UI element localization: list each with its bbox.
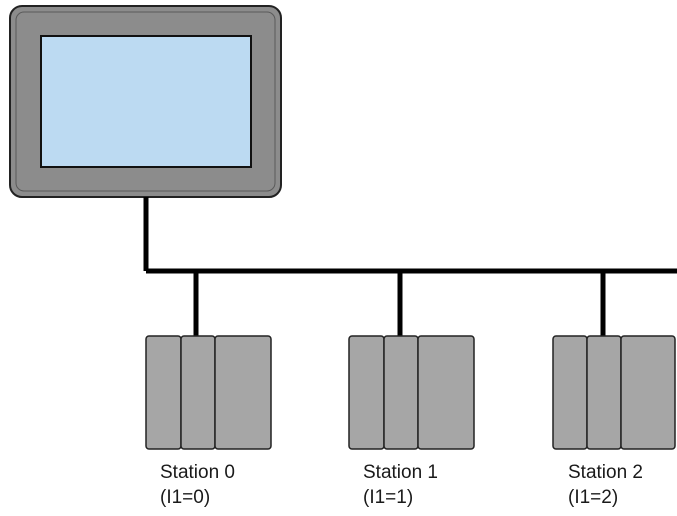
station-0-address: (I1=0) [160,487,211,508]
station-1-address: (I1=1) [363,487,414,508]
station-0-name: Station 0 [160,462,235,483]
hmi-panel-icon [9,5,282,198]
station-2-address: (I1=2) [568,487,619,508]
station-2-label: Station 2 (I1=2) [568,460,677,510]
network-cabling [143,197,677,337]
plc-rack-icon [348,335,475,450]
station-1-name: Station 1 [363,462,438,483]
plc-rack-icon [552,335,676,450]
hmi-screen [40,35,252,168]
station-0-label: Station 0 (I1=0) [160,460,290,510]
station-1-label: Station 1 (I1=1) [363,460,493,510]
plc-rack-icon [145,335,272,450]
station-2-name: Station 2 [568,462,643,483]
